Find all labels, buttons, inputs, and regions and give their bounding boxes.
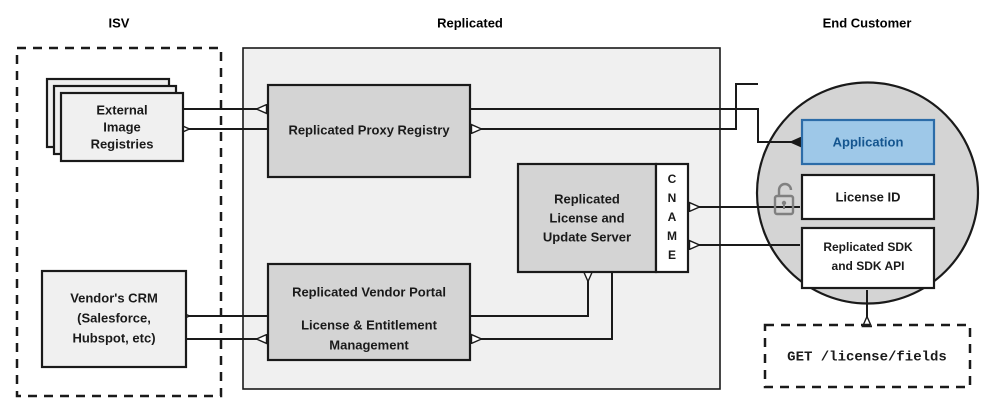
crm-box bbox=[40, 269, 188, 369]
crm-label-line1: Vendor's CRM bbox=[70, 290, 158, 305]
sdk-label-line1: Replicated SDK bbox=[823, 240, 913, 254]
application-label: Application bbox=[833, 134, 904, 149]
license-server-label-line3: Update Server bbox=[543, 229, 631, 244]
zone-title-isv: ISV bbox=[109, 15, 130, 30]
vendor-portal-box bbox=[266, 262, 472, 362]
node-vendor-portal[interactable]: Replicated Vendor Portal License & Entit… bbox=[266, 262, 472, 362]
application-box bbox=[800, 118, 936, 166]
node-external-image-registries[interactable]: External Image Registries bbox=[45, 77, 185, 163]
cname-letter-n: N bbox=[668, 191, 677, 205]
proxy-registry-label: Replicated Proxy Registry bbox=[288, 122, 450, 137]
vendor-portal-label-line3: Management bbox=[329, 337, 409, 352]
cname-box bbox=[654, 162, 690, 274]
node-license-update-server[interactable]: Replicated License and Update Server bbox=[516, 162, 658, 274]
license-server-label-line1: Replicated bbox=[554, 191, 620, 206]
flow-proxy-registry-to-application bbox=[470, 108, 800, 142]
zone-title-end-customer: End Customer bbox=[823, 15, 912, 30]
license-server-label-line2: License and bbox=[549, 210, 624, 225]
node-cname-tab[interactable]: C N A M E bbox=[654, 162, 690, 274]
flow-application-to-proxy-registry bbox=[472, 129, 737, 130]
api-endpoint-box bbox=[763, 323, 972, 389]
node-replicated-proxy-registry[interactable]: Replicated Proxy Registry bbox=[266, 83, 472, 179]
sdk-box bbox=[800, 226, 936, 290]
sdk-label-line2: and SDK API bbox=[832, 259, 905, 273]
crm-label-line2: (Salesforce, bbox=[77, 310, 151, 325]
node-replicated-sdk[interactable]: Replicated SDK and SDK API bbox=[800, 226, 936, 290]
license-server-box bbox=[516, 162, 658, 274]
node-api-endpoint[interactable]: GET /license/fields bbox=[763, 323, 972, 389]
node-license-id[interactable]: License ID bbox=[800, 173, 936, 221]
vendor-portal-label-line1: Replicated Vendor Portal bbox=[292, 284, 446, 299]
registries-label-line2: Image bbox=[103, 119, 141, 134]
api-endpoint-label: GET /license/fields bbox=[787, 350, 947, 366]
cname-letter-e: E bbox=[668, 248, 676, 262]
zone-title-replicated: Replicated bbox=[437, 15, 503, 30]
cname-letter-a: A bbox=[668, 210, 677, 224]
license-id-box bbox=[800, 173, 936, 221]
vendor-portal-label-line2: License & Entitlement bbox=[301, 317, 437, 332]
flow-license-server-to-vendor-portal bbox=[472, 272, 613, 339]
node-application[interactable]: Application bbox=[800, 118, 936, 166]
cname-letter-c: C bbox=[668, 172, 677, 186]
license-id-label: License ID bbox=[835, 189, 900, 204]
cname-letter-m: M bbox=[667, 229, 677, 243]
registries-label-line3: Registries bbox=[91, 136, 154, 151]
unlock-icon bbox=[773, 182, 795, 216]
proxy-registry-box bbox=[266, 83, 472, 179]
flow-application-return-riser bbox=[735, 83, 758, 130]
registry-stack-front bbox=[59, 91, 185, 163]
registries-label-line1: External bbox=[96, 102, 147, 117]
crm-label-line3: Hubspot, etc) bbox=[72, 330, 155, 345]
flow-vendor-portal-to-license-server bbox=[470, 272, 588, 317]
node-vendors-crm[interactable]: Vendor's CRM (Salesforce, Hubspot, etc) bbox=[40, 269, 188, 369]
zone-boundary-isv bbox=[15, 46, 223, 398]
